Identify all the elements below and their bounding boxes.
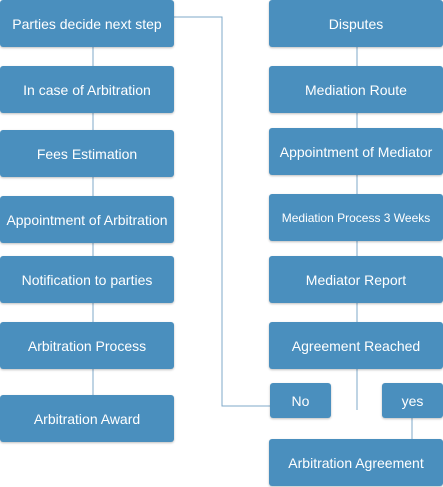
node-no: No xyxy=(270,383,331,418)
node-agreement-reached: Agreement Reached xyxy=(269,322,443,369)
node-agreement-reached-label: Agreement Reached xyxy=(291,337,421,354)
node-mediator-report: Mediator Report xyxy=(269,256,443,303)
node-mediation-process-label: Mediation Process 3 Weeks xyxy=(281,210,431,225)
node-in-case-of-arbitration: In case of Arbitration xyxy=(0,66,174,113)
node-yes: yes xyxy=(382,383,443,418)
node-parties-decide: Parties decide next step xyxy=(0,0,174,47)
node-appointment-of-arbitration: Appointment of Arbitration xyxy=(0,196,174,243)
node-mediation-process: Mediation Process 3 Weeks xyxy=(269,194,443,241)
node-no-label: No xyxy=(291,392,310,409)
node-arbitration-agreement: Arbitration Agreement xyxy=(269,439,443,486)
node-fees-estimation-label: Fees Estimation xyxy=(36,145,138,162)
node-appointment-of-arbitration-label: Appointment of Arbitration xyxy=(6,211,168,228)
node-appointment-of-mediator-label: Appointment of Mediator xyxy=(279,143,433,160)
node-appointment-of-mediator: Appointment of Mediator xyxy=(269,128,443,175)
node-in-case-of-arbitration-label: In case of Arbitration xyxy=(23,81,151,98)
node-parties-decide-label: Parties decide next step xyxy=(12,15,162,32)
no-branch-connector xyxy=(174,16,270,407)
node-arbitration-process-label: Arbitration Process xyxy=(27,337,147,354)
node-notification-to-parties-label: Notification to parties xyxy=(21,271,153,288)
node-disputes: Disputes xyxy=(269,0,443,47)
node-yes-label: yes xyxy=(401,392,424,409)
node-mediation-route: Mediation Route xyxy=(269,66,443,113)
node-arbitration-process: Arbitration Process xyxy=(0,322,174,369)
node-fees-estimation: Fees Estimation xyxy=(0,130,174,177)
node-mediator-report-label: Mediator Report xyxy=(305,271,407,288)
node-arbitration-award: Arbitration Award xyxy=(0,395,174,442)
node-mediation-route-label: Mediation Route xyxy=(305,81,407,98)
node-arbitration-agreement-label: Arbitration Agreement xyxy=(288,454,424,471)
node-disputes-label: Disputes xyxy=(328,15,384,32)
node-arbitration-award-label: Arbitration Award xyxy=(33,410,141,427)
node-notification-to-parties: Notification to parties xyxy=(0,256,174,303)
